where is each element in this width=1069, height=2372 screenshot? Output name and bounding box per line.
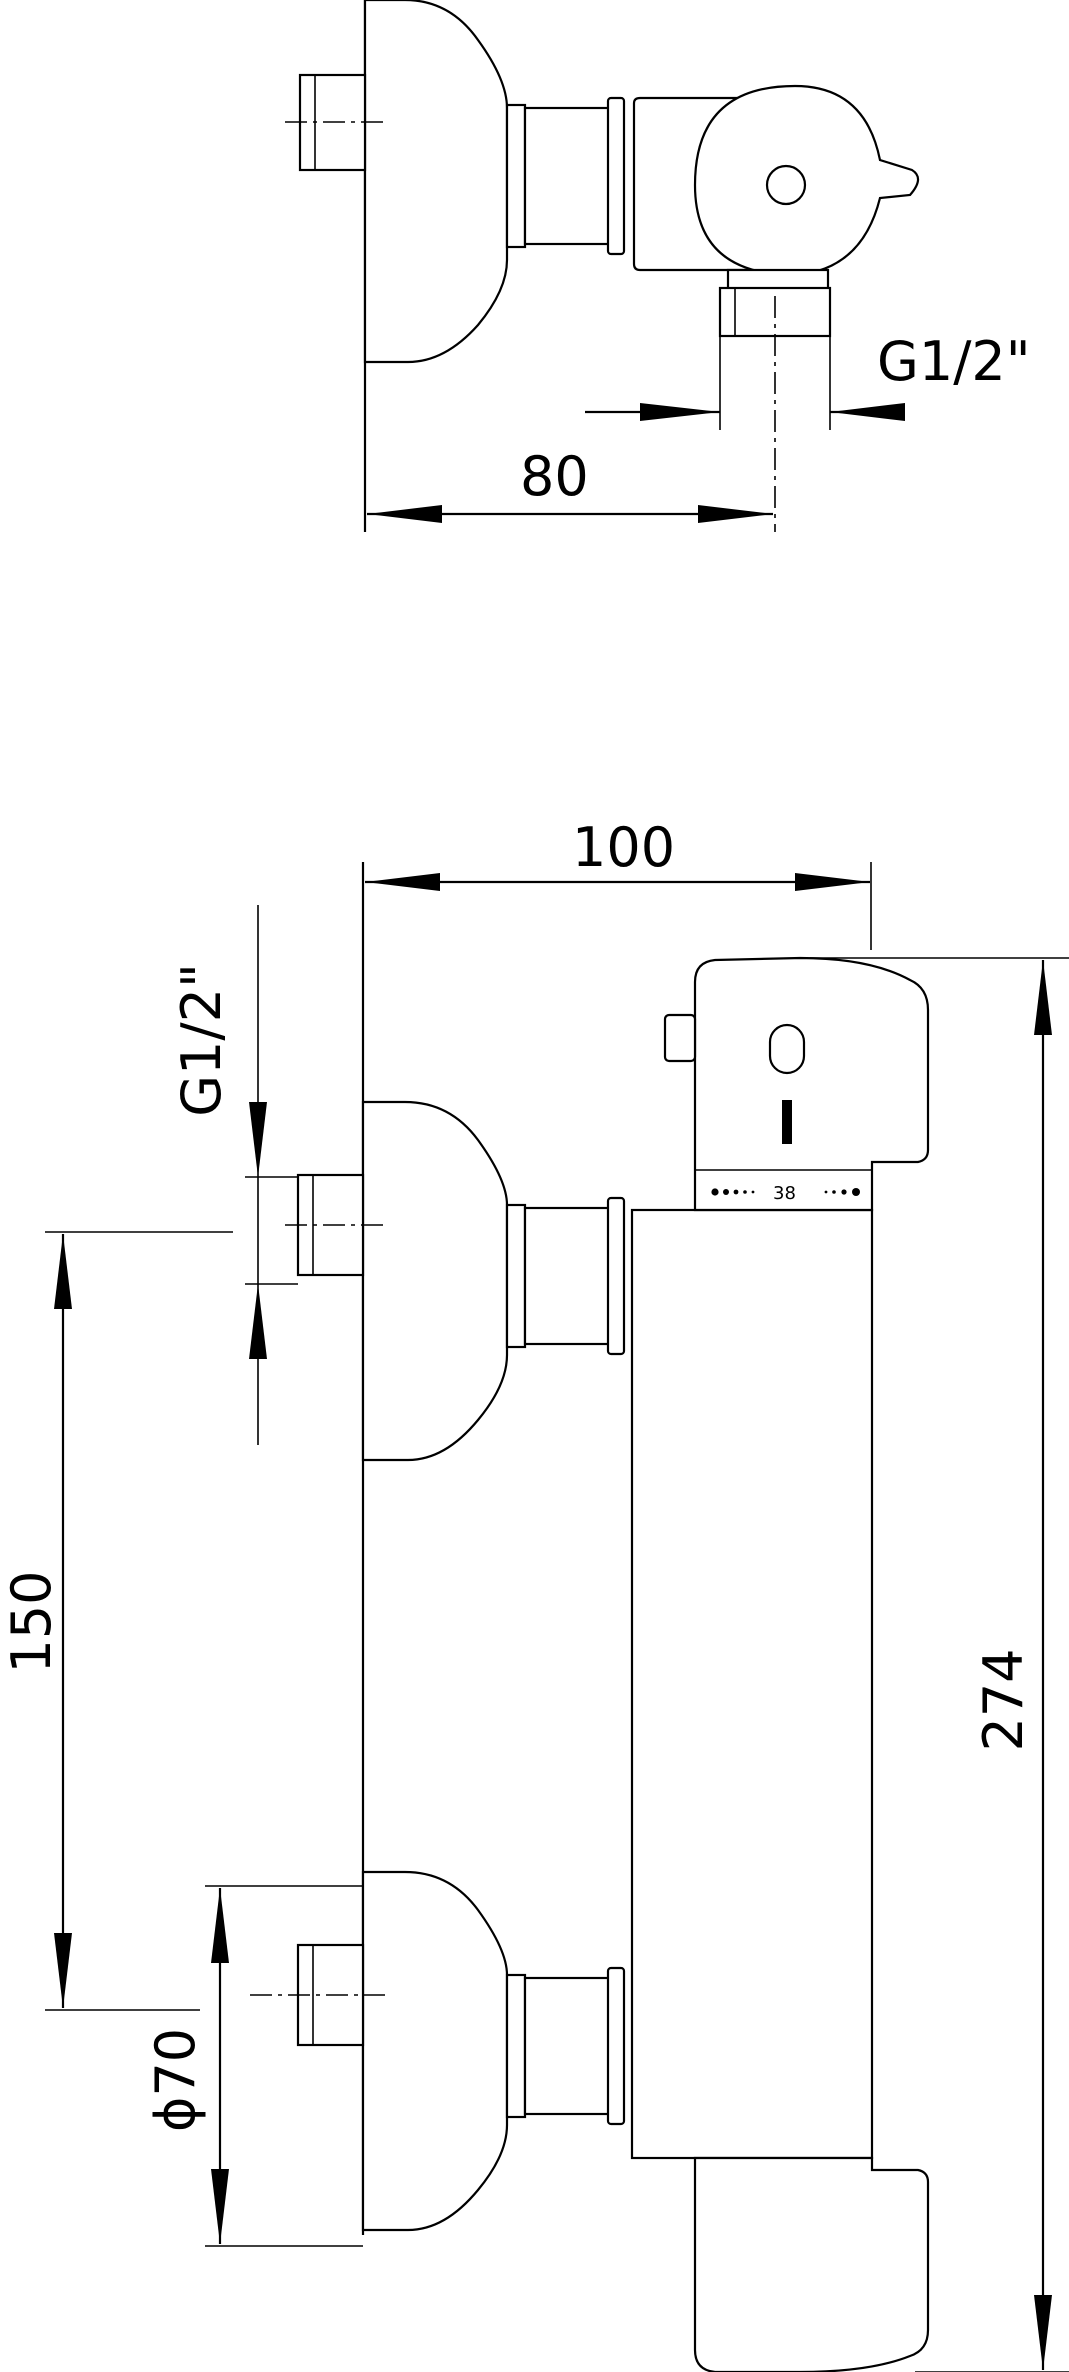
- mixer-body: [630, 1208, 874, 2160]
- diameter-label: ϕ70: [144, 2028, 207, 2132]
- lower-nut: [523, 1976, 617, 2116]
- diameter-arrow-bottom: [211, 2169, 229, 2244]
- side-thread-label: G1/2": [170, 963, 233, 1117]
- handle-slot-icon: [768, 1023, 806, 1075]
- dial-temperature-mark: 38: [773, 1183, 796, 1204]
- temperature-handle: [693, 956, 930, 1212]
- diameter-arrow-top: [211, 1888, 229, 1963]
- top-nut: [523, 106, 617, 246]
- top-width-arrow-left: [367, 505, 442, 523]
- top-view: G1/2" 80: [285, 0, 1031, 532]
- spacing-arrow-top: [54, 1234, 72, 1309]
- side-thread-arrow-top: [249, 1102, 267, 1177]
- top-handle-cap-icon: [765, 164, 807, 206]
- bottom-cap: [693, 2156, 930, 2372]
- side-thread-arrow-bottom: [249, 1284, 267, 1359]
- top-thread-arrow-right: [830, 403, 905, 421]
- height-label: 274: [972, 1648, 1035, 1751]
- handle-indicator-mark: [782, 1100, 792, 1144]
- height-arrow-bottom: [1034, 2295, 1052, 2370]
- top-handle: [693, 84, 920, 277]
- depth-arrow-left: [365, 873, 440, 891]
- safety-button: [663, 1013, 697, 1063]
- top-thread-arrow-left: [640, 403, 720, 421]
- upper-nut: [523, 1206, 617, 1346]
- top-escutcheon: [363, 0, 509, 364]
- top-thread-label: G1/2": [877, 330, 1031, 393]
- side-view: 100: [0, 816, 1069, 2372]
- depth-label: 100: [572, 816, 675, 879]
- dial-scale: [711, 1188, 860, 1196]
- upper-escutcheon: [361, 1100, 509, 1462]
- lower-escutcheon: [361, 1870, 509, 2232]
- depth-arrow-right: [795, 873, 870, 891]
- spacing-label: 150: [0, 1570, 63, 1673]
- spacing-arrow-bottom: [54, 1933, 72, 2008]
- top-width-label: 80: [520, 445, 589, 508]
- height-arrow-top: [1034, 960, 1052, 1035]
- top-width-arrow-right: [698, 505, 773, 523]
